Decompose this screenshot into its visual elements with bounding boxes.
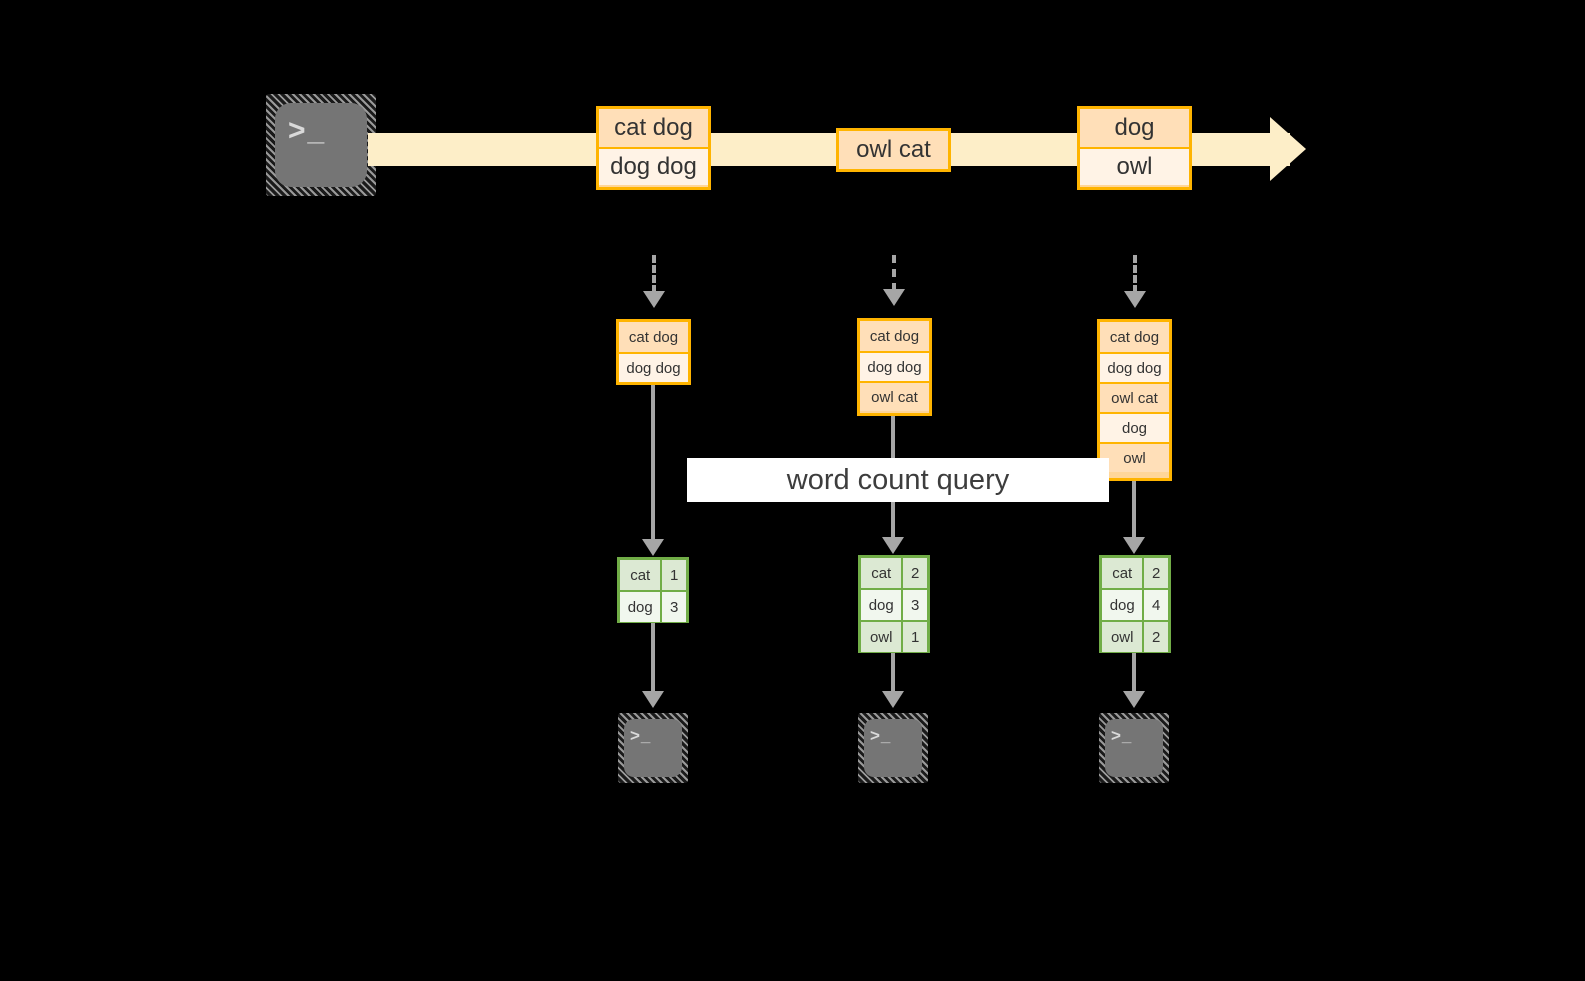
stream-event-row: cat dog (599, 109, 708, 147)
stream-event-box[interactable]: dog owl (1077, 106, 1192, 190)
result-row: cat 1 (620, 560, 686, 590)
snapshot-row: dog dog (860, 351, 929, 381)
snapshot-to-result-connector (651, 385, 655, 541)
stream-event-row: dog (1080, 109, 1189, 147)
snapshot-row: dog (1100, 412, 1169, 442)
snapshot-row: dog dog (1100, 352, 1169, 382)
snapshot-to-result-arrowhead (882, 537, 904, 554)
stream-to-snapshot-arrowhead (883, 289, 905, 306)
stream-event-box[interactable]: owl cat (836, 128, 951, 172)
stream-event-row: owl (1080, 147, 1189, 185)
stream-to-snapshot-connector (652, 255, 656, 293)
snapshot-to-result-connector (1132, 481, 1136, 539)
result-to-sink-connector (651, 623, 655, 693)
terminal-prompt-glyph: >_ (1111, 726, 1133, 745)
sink-terminal-icon: >_ (618, 713, 688, 783)
stream-event-row: dog dog (599, 147, 708, 185)
result-table[interactable]: cat 2 dog 3 owl 1 (858, 555, 930, 653)
result-to-sink-connector (1132, 653, 1136, 693)
result-row: cat 2 (861, 558, 927, 588)
snapshot-row: owl cat (860, 381, 929, 411)
result-value: 2 (1142, 622, 1168, 652)
stream-arrow-head (1270, 117, 1306, 181)
result-to-sink-arrowhead (1123, 691, 1145, 708)
result-key: owl (1102, 622, 1143, 652)
result-value: 1 (660, 560, 686, 590)
stream-event-box[interactable]: cat dog dog dog (596, 106, 711, 190)
terminal-prompt-glyph: >_ (288, 114, 327, 147)
result-to-sink-arrowhead (642, 691, 664, 708)
snapshot-row: owl cat (1100, 382, 1169, 412)
result-value: 3 (901, 590, 927, 620)
result-table[interactable]: cat 2 dog 4 owl 2 (1099, 555, 1171, 653)
terminal-screen (624, 719, 682, 777)
stream-to-snapshot-connector (1133, 255, 1137, 293)
terminal-screen (275, 103, 367, 187)
snapshot-box[interactable]: cat dog dog dog owl cat (857, 318, 932, 416)
query-label: word count query (687, 458, 1109, 502)
result-table[interactable]: cat 1 dog 3 (617, 557, 689, 623)
result-row: dog 3 (620, 590, 686, 622)
result-value: 3 (660, 592, 686, 622)
stream-to-snapshot-arrowhead (1124, 291, 1146, 308)
source-terminal-icon: >_ (266, 94, 376, 196)
snapshot-to-result-arrowhead (1123, 537, 1145, 554)
snapshot-box[interactable]: cat dog dog dog (616, 319, 691, 385)
terminal-screen (864, 719, 922, 777)
stream-to-snapshot-arrowhead (643, 291, 665, 308)
terminal-screen (1105, 719, 1163, 777)
result-row: dog 3 (861, 588, 927, 620)
result-key: cat (861, 558, 902, 588)
sink-terminal-icon: >_ (1099, 713, 1169, 783)
snapshot-row: dog dog (619, 352, 688, 382)
result-to-sink-arrowhead (882, 691, 904, 708)
snapshot-row: cat dog (860, 321, 929, 351)
result-row: owl 2 (1102, 620, 1168, 652)
snapshot-to-result-arrowhead (642, 539, 664, 556)
stream-to-snapshot-connector (892, 255, 896, 291)
snapshot-row: cat dog (1100, 322, 1169, 352)
result-to-sink-connector (891, 653, 895, 693)
result-row: owl 1 (861, 620, 927, 652)
snapshot-row: cat dog (619, 322, 688, 352)
terminal-prompt-glyph: >_ (870, 726, 892, 745)
sink-terminal-icon: >_ (858, 713, 928, 783)
result-row: dog 4 (1102, 588, 1168, 620)
snapshot-row: owl (1100, 442, 1169, 472)
result-key: cat (1102, 558, 1143, 588)
terminal-prompt-glyph: >_ (630, 726, 652, 745)
result-key: dog (620, 592, 661, 622)
snapshot-box[interactable]: cat dog dog dog owl cat dog owl (1097, 319, 1172, 481)
result-value: 2 (1142, 558, 1168, 588)
result-key: owl (861, 622, 902, 652)
result-value: 4 (1142, 590, 1168, 620)
result-value: 2 (901, 558, 927, 588)
result-row: cat 2 (1102, 558, 1168, 588)
result-key: cat (620, 560, 661, 590)
result-value: 1 (901, 622, 927, 652)
result-key: dog (861, 590, 902, 620)
stream-event-row: owl cat (839, 131, 948, 169)
result-key: dog (1102, 590, 1143, 620)
